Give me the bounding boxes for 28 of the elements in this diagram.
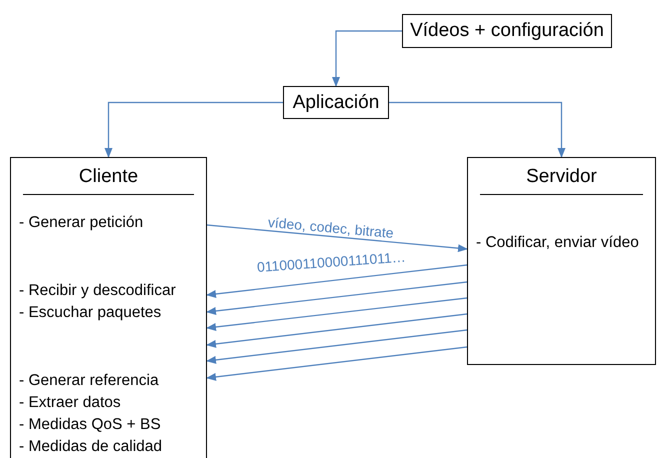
box-title: Cliente [78, 166, 140, 188]
box-title: Servidor [525, 166, 598, 188]
task-item: - Generar referencia [19, 372, 159, 390]
process-box [402, 14, 612, 48]
component-box [467, 157, 656, 365]
arrow [389, 102, 566, 158]
task-item: - Recibir y descodificar [19, 282, 176, 300]
task-item: - Codificar, enviar vídeo [476, 234, 639, 252]
box-label: Aplicación [292, 92, 380, 114]
process-box [283, 86, 389, 119]
arrow [206, 297, 468, 331]
edge-label: vídeo, codec, bitrate [267, 214, 394, 241]
task-item: - Extraer datos [19, 394, 121, 412]
arrow [206, 281, 468, 315]
task-item: - Medidas QoS + BS [19, 416, 161, 434]
task-item: - Medidas de calidad [19, 438, 162, 456]
arrow [104, 102, 283, 158]
arrow [206, 313, 468, 348]
component-box [10, 157, 207, 458]
task-item: - Generar petición [19, 214, 144, 232]
arrow [206, 329, 468, 364]
arrow [206, 346, 468, 381]
edge-label: 011000110000111011… [256, 248, 406, 275]
task-item: - Escuchar paquetes [19, 304, 162, 322]
box-label: Vídeos + configuración [409, 20, 605, 42]
arrow [206, 224, 468, 252]
arrow [206, 264, 468, 298]
arrow [332, 30, 402, 87]
